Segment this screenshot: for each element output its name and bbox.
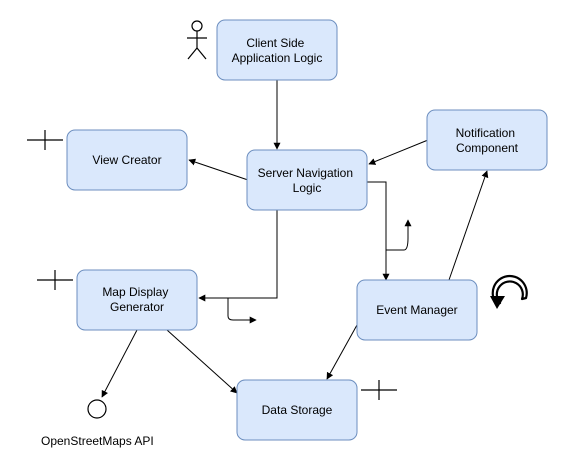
edge-notification-to-server <box>368 139 429 165</box>
port-icon <box>361 380 397 400</box>
node-view-creator[interactable]: View Creator <box>66 129 188 191</box>
svg-text:Map Display Generator: Map Display Generator <box>102 285 171 314</box>
edge-mapdisplay-branch-stub <box>227 298 257 324</box>
edge-server-to-viewcreator <box>188 158 249 181</box>
node-event-manager[interactable]: Event Manager <box>356 279 478 341</box>
node-notification-component[interactable]: Notification Component <box>426 109 548 171</box>
svg-text:Data Storage: Data Storage <box>262 403 333 417</box>
node-label-line: Logic <box>293 181 322 195</box>
node-label-line: Server Navigation <box>258 166 353 180</box>
edge-mapdisplay-to-openstreetmaps <box>101 329 138 398</box>
node-map-display-generator[interactable]: Map Display Generator <box>76 269 198 331</box>
edge-mapdisplay-to-datastorage <box>166 329 238 394</box>
svg-text:Event Manager: Event Manager <box>376 303 457 317</box>
node-label-line: Map Display <box>102 285 168 299</box>
svg-text:View Creator: View Creator <box>92 153 161 167</box>
node-label-line: Generator <box>110 300 164 314</box>
edge-eventmanager-to-datastorage <box>326 324 358 380</box>
openstreetmaps-api-label: OpenStreetMaps API <box>41 434 154 448</box>
edges <box>101 80 489 398</box>
svg-text:Notification Component: Notification Component <box>456 126 519 155</box>
node-label-line: Data Storage <box>262 403 333 417</box>
circular-arrow-icon <box>490 274 528 309</box>
node-client-side-application-logic[interactable]: Client Side Application Logic <box>216 19 338 81</box>
edge-server-to-mapdisplay <box>198 210 278 302</box>
edge-server-to-eventmanager <box>367 181 390 281</box>
node-label-line: Component <box>456 141 519 155</box>
node-label-line: Client Side <box>246 36 304 50</box>
port-icon <box>27 130 63 150</box>
svg-text:Client Side Application: Client Side Application Logic <box>232 36 323 65</box>
stick-figure-icon <box>187 20 207 60</box>
node-data-storage[interactable]: Data Storage <box>236 379 358 441</box>
lollipop-icon <box>87 399 107 419</box>
edge-eventmanager-branch-stub <box>386 219 412 251</box>
node-label-line: Application Logic <box>232 51 323 65</box>
node-label-line: Notification <box>456 126 515 140</box>
port-icon <box>37 270 73 290</box>
node-label-line: View Creator <box>92 153 161 167</box>
node-label-line: Event Manager <box>376 303 457 317</box>
svg-text:Server Navigation Logic: Server Navigation Logic <box>258 166 357 195</box>
edge-eventmanager-to-notification <box>448 170 489 281</box>
node-server-navigation-logic[interactable]: Server Navigation Logic <box>246 149 368 211</box>
